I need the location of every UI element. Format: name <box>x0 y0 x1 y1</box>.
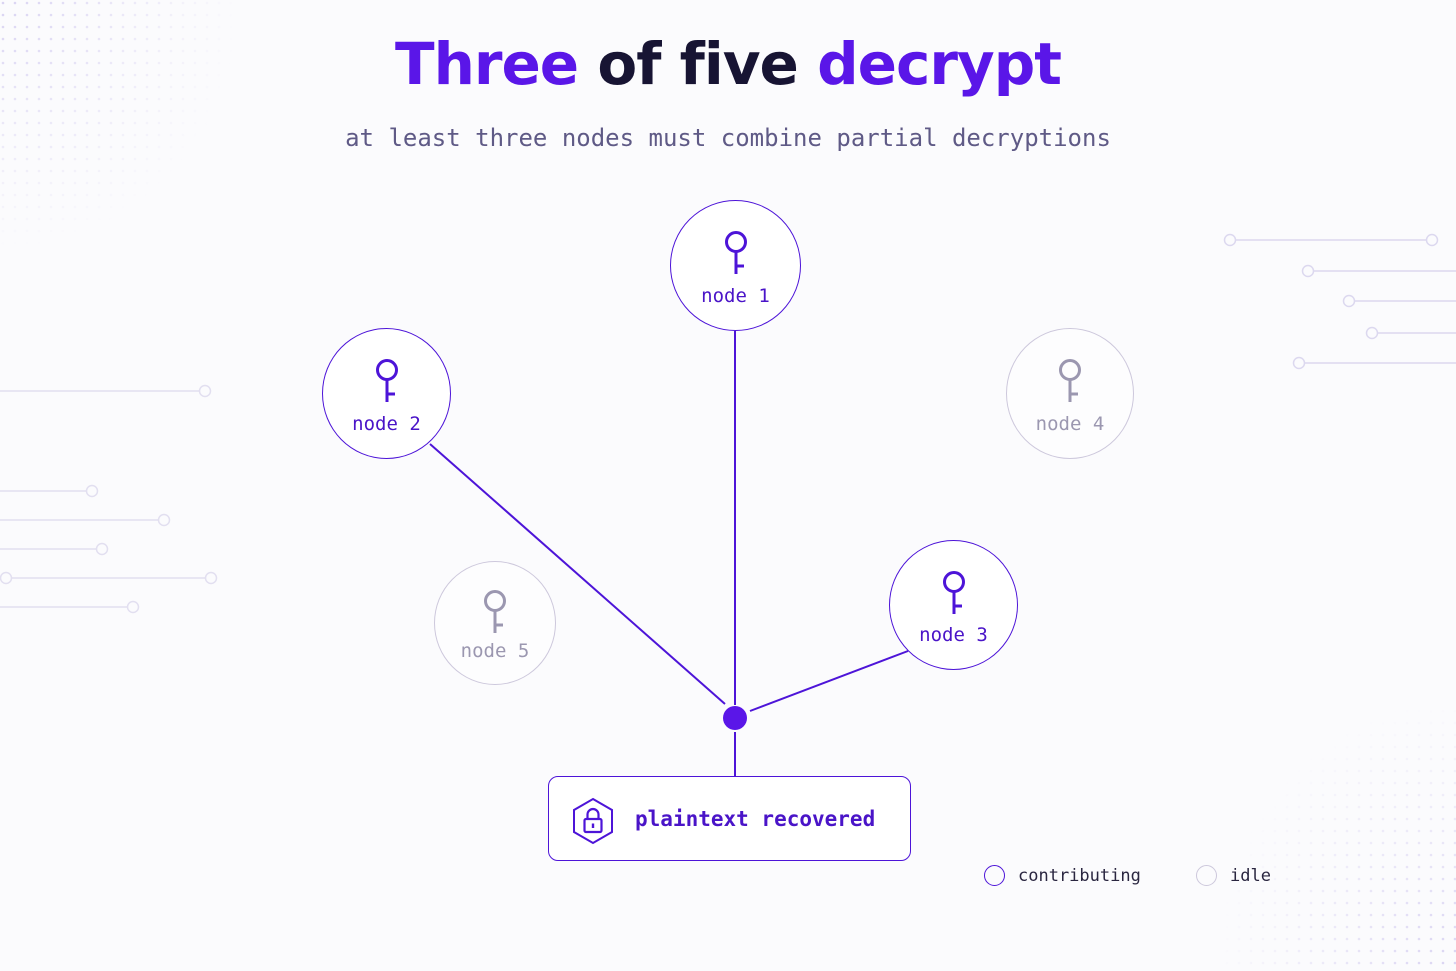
node-label: node 2 <box>352 413 421 435</box>
node-5: node 5 <box>434 561 556 685</box>
circuit-traces-right <box>1223 233 1456 370</box>
legend-label-idle: idle <box>1230 865 1271 886</box>
result-box: plaintext recovered <box>548 776 911 861</box>
key-icon <box>484 590 506 633</box>
edge-node3-hub <box>749 650 909 712</box>
circuit-traces-left <box>0 384 218 614</box>
legend-idle: idle <box>1196 865 1271 886</box>
node-1: node 1 <box>670 200 801 331</box>
key-icon <box>1059 359 1081 402</box>
node-label: node 4 <box>1035 413 1105 435</box>
title-part-1: Three <box>395 30 579 98</box>
dot-pattern-top-left <box>0 0 240 250</box>
legend-label-contributing: contributing <box>1018 865 1141 886</box>
result-label: plaintext recovered <box>635 807 876 831</box>
title-part-3: decrypt <box>817 30 1062 98</box>
title-part-2: of five <box>597 30 799 98</box>
node-4: node 4 <box>1006 328 1134 459</box>
page-subtitle: at least three nodes must combine partia… <box>345 124 1111 152</box>
node-label: node 5 <box>460 640 530 662</box>
legend-swatch-idle <box>1196 865 1217 886</box>
edge-node2-hub <box>429 443 726 705</box>
dot-pattern-bottom-right <box>1216 700 1456 971</box>
connection-lines <box>429 331 909 777</box>
legend-contributing: contributing <box>984 865 1141 886</box>
node-label: node 3 <box>919 624 988 646</box>
combiner-hub <box>723 706 747 730</box>
node-2: node 2 <box>322 328 451 459</box>
key-icon <box>942 571 965 614</box>
key-icon <box>724 231 747 274</box>
padlock-hexagon-icon <box>573 797 613 845</box>
page-title: Three of five decrypt <box>0 30 1456 98</box>
key-icon <box>375 359 398 402</box>
node-label: node 1 <box>701 285 770 307</box>
legend-swatch-contributing <box>984 865 1005 886</box>
node-3: node 3 <box>889 540 1018 670</box>
